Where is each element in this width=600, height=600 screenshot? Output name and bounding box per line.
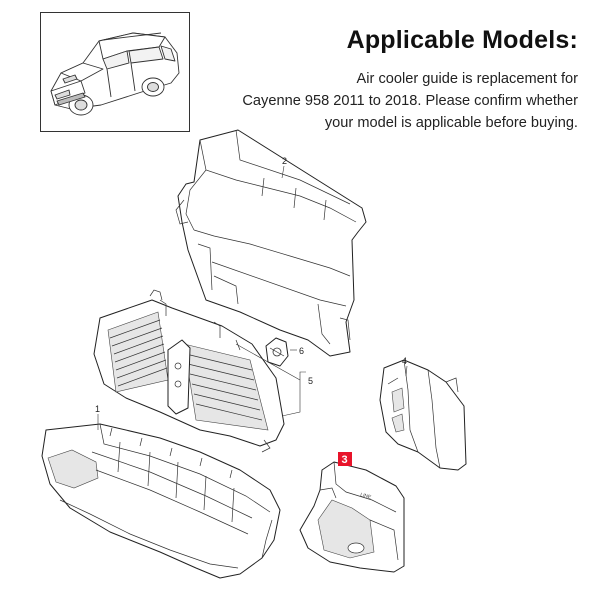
part-1-front-lower-guide [41, 423, 281, 579]
leader-lines [97, 165, 408, 430]
part-4-side-air-guide [379, 359, 467, 471]
vehicle-thumbnail [40, 12, 190, 132]
callout-part-6: 6 [299, 346, 304, 356]
callout-part-5: 5 [308, 376, 313, 386]
callout-part-3: 3 [342, 454, 348, 466]
highlight-badge [338, 452, 352, 466]
callout-part-4: 4 [402, 356, 407, 366]
callout-part-2: 2 [282, 156, 287, 166]
svg-text:LINE: LINE [360, 492, 373, 501]
page-title: Applicable Models: [346, 26, 578, 54]
part-2-upper-air-guide [175, 129, 367, 357]
compatibility-description: Air cooler guide is replacement for Caye… [230, 68, 578, 134]
description-line: Air cooler guide is replacement for [356, 71, 578, 87]
part-5-shutter-frame [93, 289, 285, 453]
part-3-lower-side-guide: LINE [299, 461, 405, 573]
callout-part-1: 1 [95, 404, 100, 414]
part-6-clip [265, 337, 289, 367]
description-line: Cayenne 958 2011 to 2018. Please confirm… [242, 93, 578, 109]
suv-car-icon [50, 32, 180, 116]
description-line: your model is applicable before buying. [324, 115, 578, 131]
callout-part-3-highlight: 3 [338, 452, 352, 466]
